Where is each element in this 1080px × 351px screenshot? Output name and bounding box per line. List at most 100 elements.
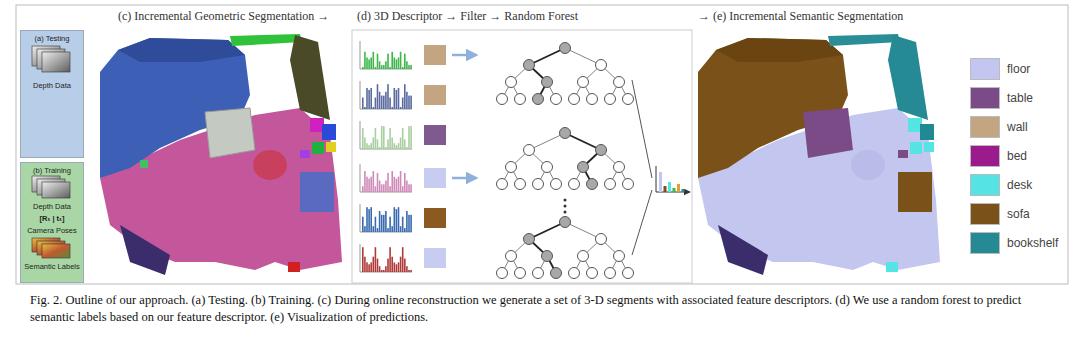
label-image-icon (37, 241, 65, 255)
histogram-bar (366, 262, 368, 272)
figure-frame (16, 5, 1068, 284)
tree-node (605, 268, 616, 279)
descriptor-frame (352, 30, 692, 283)
histogram-bar (389, 186, 391, 192)
semantic-segmentation-shape (803, 108, 853, 158)
histogram-bar (408, 215, 410, 232)
class-swatch (424, 248, 446, 268)
histogram-bar (370, 177, 372, 192)
histogram-bar (400, 52, 402, 69)
histogram-bar (396, 59, 398, 69)
histogram-bar (387, 139, 389, 149)
tree-node (569, 94, 580, 105)
histogram-bar (379, 211, 381, 232)
tree-node (533, 94, 544, 105)
geometric-segmentation-shape (230, 34, 302, 46)
histogram-bar (381, 215, 383, 232)
histogram-bar (362, 217, 364, 232)
geometric-segmentation-shape (205, 108, 255, 158)
tree-node (524, 145, 535, 156)
semantic-segmentation-shape (898, 172, 932, 212)
histogram-bar (368, 145, 370, 149)
depth-image-icon (42, 182, 70, 198)
histogram-bar (377, 54, 379, 69)
histogram-bar (383, 65, 385, 69)
histogram-bar (389, 98, 391, 110)
geometric-segmentation-shape (288, 262, 300, 272)
histogram-bar (383, 184, 385, 192)
flow-arrow (452, 177, 476, 180)
legend-label: wall (1007, 120, 1028, 134)
histogram-bar (408, 184, 410, 192)
histogram-bar (391, 171, 393, 192)
stage-heading: (c) Incremental Geometric Segmentation → (118, 9, 329, 24)
geometric-segmentation-shape (312, 142, 324, 154)
histogram-bar (385, 61, 387, 69)
histogram-bar (400, 171, 402, 192)
histogram-bar (398, 143, 400, 149)
histogram-bar (364, 107, 366, 109)
histogram-bar (396, 264, 398, 272)
histogram-bar (398, 88, 400, 109)
legend-swatch (970, 145, 1000, 167)
tree-node (569, 268, 580, 279)
histogram-bar (375, 98, 377, 110)
histogram-bar (394, 143, 396, 149)
histogram-bar (381, 184, 383, 192)
panel-text: Depth Data (21, 81, 83, 90)
vote-bar (673, 188, 676, 192)
histogram-bar (368, 179, 370, 192)
histogram (360, 244, 412, 272)
histogram-bar (402, 128, 404, 149)
tree-node (596, 234, 607, 245)
geometric-segmentation-shape (322, 124, 336, 140)
decision-tree (497, 217, 634, 279)
histogram-bar (408, 126, 410, 149)
input-panel: (b) TrainingDepth Data[Rₜ | tₜ]Camera Po… (20, 162, 84, 283)
histogram-bar (379, 92, 381, 109)
tree-node (560, 217, 571, 228)
semantic-segmentation-shape (920, 124, 934, 140)
class-swatch (424, 85, 446, 105)
tree-node (533, 268, 544, 279)
histogram-bar (391, 257, 393, 272)
tree-node (506, 162, 517, 173)
histogram-bar (366, 88, 368, 109)
histogram-bar (381, 65, 383, 69)
histogram (360, 81, 412, 109)
tree-node (506, 251, 517, 262)
semantic-segmentation-shape (716, 38, 843, 62)
label-image-icon (32, 238, 70, 258)
depth-image-icon (32, 46, 60, 66)
semantic-segmentation-shape (898, 150, 908, 158)
histogram-bar (408, 96, 410, 109)
stage-heading: (d) 3D Descriptor → Filter → Random Fore… (357, 9, 578, 24)
vote-bar (677, 184, 680, 192)
histogram-bar (394, 177, 396, 192)
histogram-bar (410, 184, 412, 192)
histogram-bar (379, 266, 381, 272)
tree-node (605, 94, 616, 105)
histogram-bar (410, 270, 412, 272)
histogram-bar (381, 270, 383, 272)
tree-node (551, 179, 562, 190)
histogram-bar (404, 54, 406, 69)
histogram-bar (396, 179, 398, 192)
histogram-bar (391, 107, 393, 109)
histogram (360, 121, 412, 149)
descriptor-panel (360, 41, 690, 279)
histogram-bar (373, 138, 375, 150)
histogram-bar (408, 270, 410, 272)
histogram-bar (385, 211, 387, 232)
histogram-bar (387, 84, 389, 109)
depth-image-icon (32, 46, 70, 72)
legend-swatch (970, 174, 1000, 196)
tree-node (560, 128, 571, 139)
vote-bar (664, 186, 667, 192)
histogram-bar (366, 177, 368, 192)
tree-node (623, 179, 634, 190)
histogram-bar (362, 247, 364, 272)
panel-heading: (a) Testing (21, 34, 83, 43)
histogram-bar (385, 92, 387, 109)
